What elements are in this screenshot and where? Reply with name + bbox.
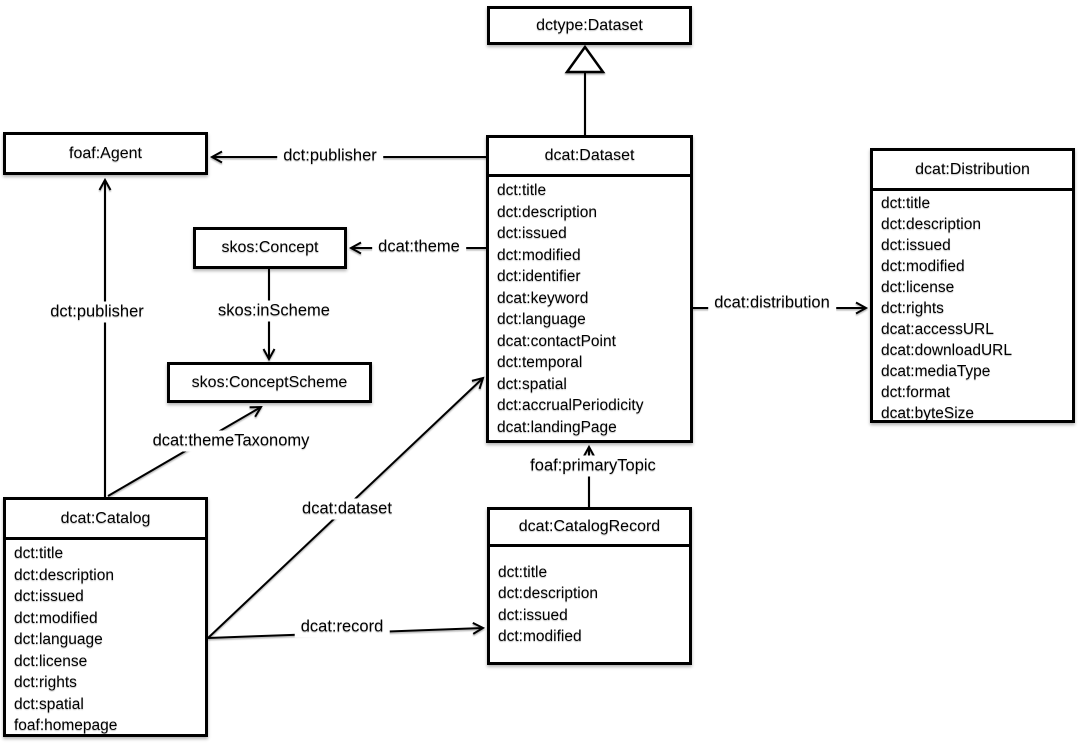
attribute-row: dct:title [881, 195, 931, 212]
attribute-row: dct:description [497, 203, 597, 221]
relation-label-foaf-primarytopic: foaf:primaryTopic [524, 455, 662, 477]
attribute-row: dcat:byteSize [881, 405, 975, 422]
attribute-row: dct:spatial [497, 375, 567, 393]
class-box-dctype-dataset: dctype:Dataset [487, 6, 692, 45]
attribute-row: dct:modified [497, 246, 581, 264]
attribute-row: dct:license [881, 279, 955, 296]
class-title: dctype:Dataset [536, 16, 643, 34]
attribute-row: dct:language [497, 311, 586, 328]
attribute-row: dct:rights [881, 300, 944, 317]
attribute-row: dct:language [14, 631, 103, 648]
attribute-row: dct:description [881, 216, 981, 233]
attribute-row: dct:accrualPeriodicity [497, 397, 644, 414]
relation-label-dcat-themetaxonomy: dcat:themeTaxonomy [146, 430, 316, 452]
relation-label-dcat-record: dcat:record [294, 616, 390, 638]
attribute-row: dcat:keyword [497, 289, 589, 307]
class-title: foaf:Agent [69, 144, 142, 162]
attribute-row: dct:description [498, 585, 598, 602]
class-title: dcat:CatalogRecord [490, 510, 689, 547]
attribute-row: dcat:mediaType [881, 363, 991, 380]
attribute-list: dct:title dct:description dct:issued dct:mo… [490, 547, 689, 662]
relation-label-dcat-dataset: dcat:dataset [296, 498, 398, 520]
class-title: skos:Concept [221, 239, 319, 256]
relation-label-skos-inscheme: skos:inScheme [212, 300, 336, 322]
attribute-row: dct:modified [881, 258, 965, 275]
attribute-row: dct:format [881, 384, 950, 401]
attribute-row: dcat:landingPage [497, 418, 617, 436]
attribute-row: dct:title [497, 182, 547, 199]
attribute-list: dct:title dct:description dct:issued dct:mo… [873, 191, 1072, 424]
attribute-row: dct:issued [497, 225, 567, 242]
attribute-row: dct:temporal [497, 354, 583, 371]
attribute-row: dct:spatial [14, 695, 84, 713]
attribute-row: dct:modified [14, 609, 98, 627]
attribute-row: foaf:homepage [14, 717, 118, 734]
attribute-row: dct:title [14, 545, 64, 562]
attribute-row: dcat:downloadURL [881, 342, 1012, 359]
attribute-row: dct:description [14, 566, 114, 584]
generalization-triangle [564, 44, 606, 74]
attribute-row: dct:identifier [497, 268, 581, 285]
attribute-row: dcat:contactPoint [497, 332, 616, 350]
attribute-row: dct:rights [14, 674, 77, 691]
class-title: skos:ConceptScheme [191, 373, 348, 391]
relation-label-dcat-distribution: dcat:distribution [708, 292, 836, 314]
attribute-row: dct:modified [498, 628, 582, 645]
class-title: dcat:Distribution [873, 151, 1072, 191]
relation-line-dcat-themetaxonomy [107, 405, 263, 497]
attribute-row: dct:issued [14, 588, 84, 605]
attribute-row: dct:title [498, 563, 548, 581]
relation-label-dct-publisher-dataset: dct:publisher [277, 145, 383, 167]
attribute-list: dct:title dct:description dct:issued dct:mo… [489, 177, 690, 438]
attribute-row: dct:issued [498, 606, 568, 624]
class-box-dcat-catalogrecord: dcat:CatalogRecord dct:title dct:descript… [487, 507, 692, 665]
class-title: dcat:Dataset [489, 138, 690, 177]
attribute-row: dcat:accessURL [881, 321, 994, 338]
class-box-skos-conceptscheme: skos:ConceptScheme [167, 362, 372, 403]
class-title: dcat:Catalog [6, 500, 205, 540]
class-box-dcat-distribution: dcat:Distribution dct:title dct:descripti… [870, 148, 1075, 423]
relation-label-dcat-theme: dcat:theme [372, 236, 466, 258]
attribute-row: dct:issued [881, 237, 951, 254]
class-box-skos-concept: skos:Concept [193, 227, 347, 269]
class-box-foaf-agent: foaf:Agent [3, 132, 208, 175]
attribute-list: dct:title dct:description dct:issued dct:mo… [6, 540, 205, 737]
attribute-row: dct:license [14, 652, 88, 670]
relation-label-dct-publisher-catalog: dct:publisher [44, 301, 150, 323]
